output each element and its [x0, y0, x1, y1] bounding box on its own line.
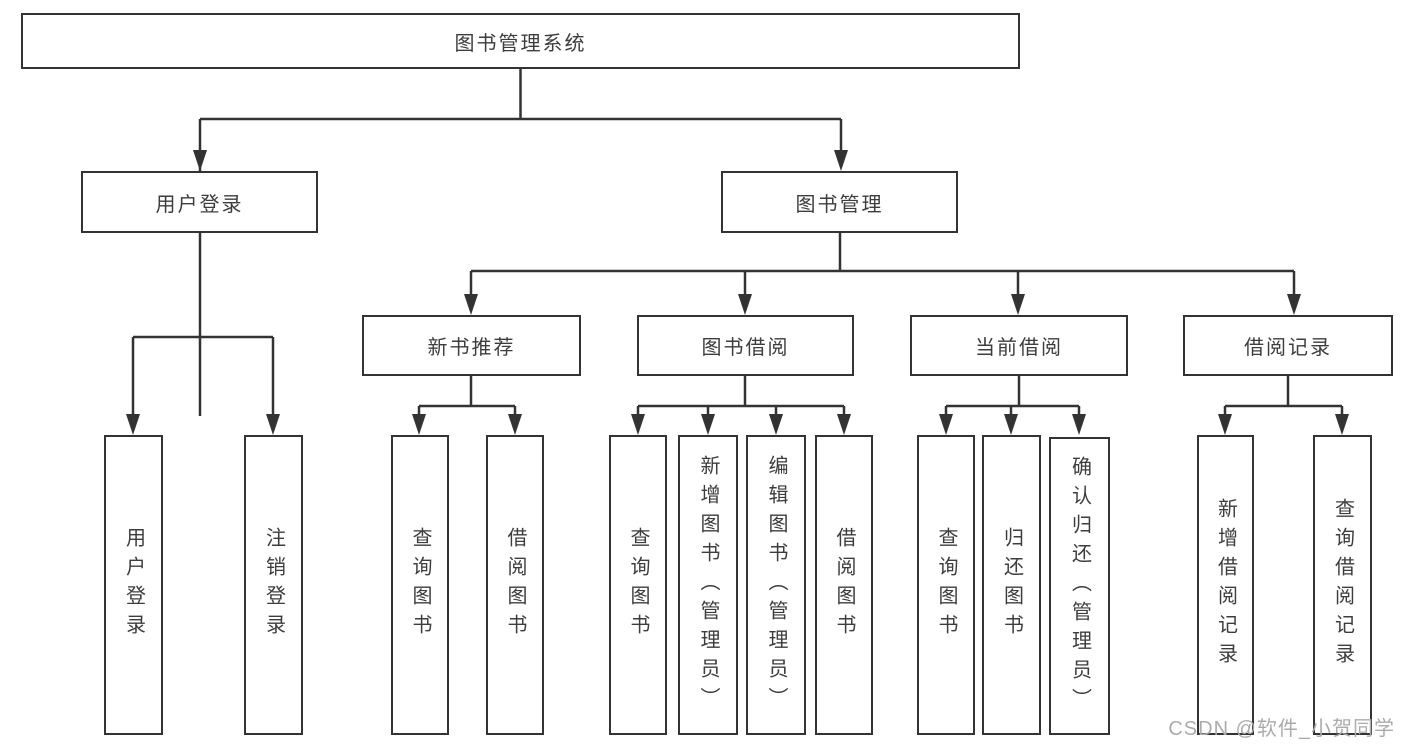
leaf-borrow-books-1: 借阅图书: [486, 435, 544, 735]
leaf-query-books-3-label: 查询图书: [935, 527, 957, 643]
node-book-borrow: 图书借阅: [637, 315, 854, 376]
leaf-user-login-label: 用户登录: [122, 527, 145, 643]
node-borrow-records: 借阅记录: [1183, 315, 1393, 376]
node-root-label: 图书管理系统: [454, 32, 587, 55]
node-book-management-branch: 图书管理: [721, 171, 958, 233]
leaf-add-books-admin: 新增图书（管理员）: [678, 435, 738, 735]
leaf-borrow-books-1-label: 借阅图书: [504, 527, 526, 643]
node-new-book-recommend-label: 新书推荐: [427, 337, 516, 359]
leaf-add-borrow-record: 新增借阅记录: [1197, 435, 1254, 735]
leaf-add-books-admin-label: 新增图书（管理员）: [697, 454, 719, 716]
leaf-query-books-1-label: 查询图书: [409, 527, 431, 643]
node-book-borrow-label: 图书借阅: [701, 337, 790, 359]
leaf-confirm-return-admin-label: 确认归还（管理员）: [1068, 455, 1091, 717]
leaf-borrow-books-2-label: 借阅图书: [833, 527, 855, 643]
leaf-borrow-books-2: 借阅图书: [815, 435, 873, 735]
leaf-query-books-2: 查询图书: [609, 435, 667, 735]
leaf-query-borrow-record: 查询借阅记录: [1313, 435, 1372, 735]
node-user-login-branch: 用户登录: [81, 171, 318, 233]
leaf-return-books-label: 归还图书: [1000, 527, 1023, 643]
node-user-login-branch-label: 用户登录: [155, 193, 244, 216]
leaf-query-books-1: 查询图书: [391, 435, 449, 735]
leaf-return-books: 归还图书: [982, 435, 1041, 735]
node-book-management-branch-label: 图书管理: [795, 193, 884, 216]
leaf-confirm-return-admin: 确认归还（管理员）: [1049, 437, 1110, 735]
node-borrow-records-label: 借阅记录: [1244, 337, 1332, 359]
leaf-query-books-3: 查询图书: [917, 435, 975, 735]
csdn-watermark: CSDN @软件_小贺同学: [1168, 718, 1395, 740]
arrowheads: [126, 150, 1349, 435]
leaf-logout-label: 注销登录: [262, 527, 285, 643]
node-new-book-recommend: 新书推荐: [362, 315, 581, 376]
leaf-logout: 注销登录: [244, 435, 303, 735]
leaf-edit-books-admin-label: 编辑图书（管理员）: [765, 454, 787, 716]
leaf-query-borrow-record-label: 查询借阅记录: [1331, 498, 1354, 672]
connector-path: [131, 69, 1344, 419]
leaf-user-login: 用户登录: [104, 435, 163, 735]
leaf-query-books-2-label: 查询图书: [627, 527, 649, 643]
node-current-borrow: 当前借阅: [910, 315, 1128, 376]
node-current-borrow-label: 当前借阅: [975, 337, 1063, 359]
leaf-edit-books-admin: 编辑图书（管理员）: [746, 435, 806, 735]
leaf-add-borrow-record-label: 新增借阅记录: [1214, 498, 1237, 672]
node-root: 图书管理系统: [21, 13, 1020, 69]
